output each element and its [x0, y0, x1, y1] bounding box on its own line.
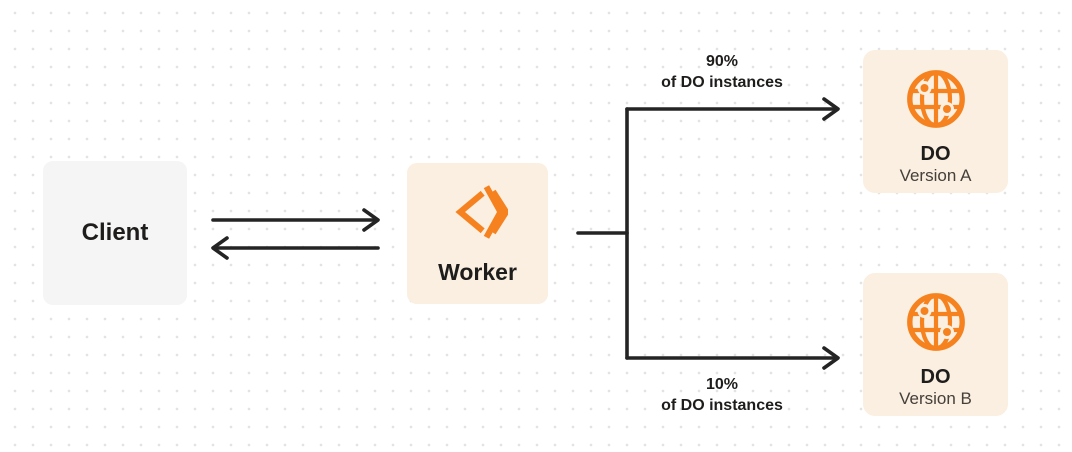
durable-object-globe-icon	[900, 63, 972, 135]
branch-bottom-label: 10% of DO instances	[612, 374, 832, 416]
do-a-subtitle: Version A	[899, 165, 972, 185]
client-to-worker-arrow	[211, 208, 380, 232]
client-node: Client	[43, 161, 187, 305]
branch-trunk-line	[576, 107, 629, 360]
client-label: Client	[81, 219, 149, 246]
branch-top-caption: of DO instances	[661, 74, 783, 91]
worker-label: Worker	[438, 259, 517, 285]
branch-top-percent: 90%	[705, 53, 739, 70]
branch-top-label: 90% of DO instances	[612, 51, 832, 93]
durable-object-globe-icon	[900, 286, 972, 358]
branch-bottom-caption: of DO instances	[661, 397, 783, 414]
worker-node: Worker	[407, 163, 548, 304]
do-b-title: DO	[920, 365, 951, 388]
branch-bottom-arrow	[625, 346, 840, 370]
do-a-title: DO	[920, 142, 951, 165]
worker-to-client-arrow	[211, 236, 380, 260]
branch-bottom-percent: 10%	[705, 376, 739, 393]
cloudflare-workers-icon	[448, 181, 508, 243]
do-version-b-node: DO Version B	[863, 273, 1008, 416]
do-b-subtitle: Version B	[899, 388, 972, 408]
branch-top-arrow	[625, 97, 840, 121]
do-version-a-node: DO Version A	[863, 50, 1008, 193]
